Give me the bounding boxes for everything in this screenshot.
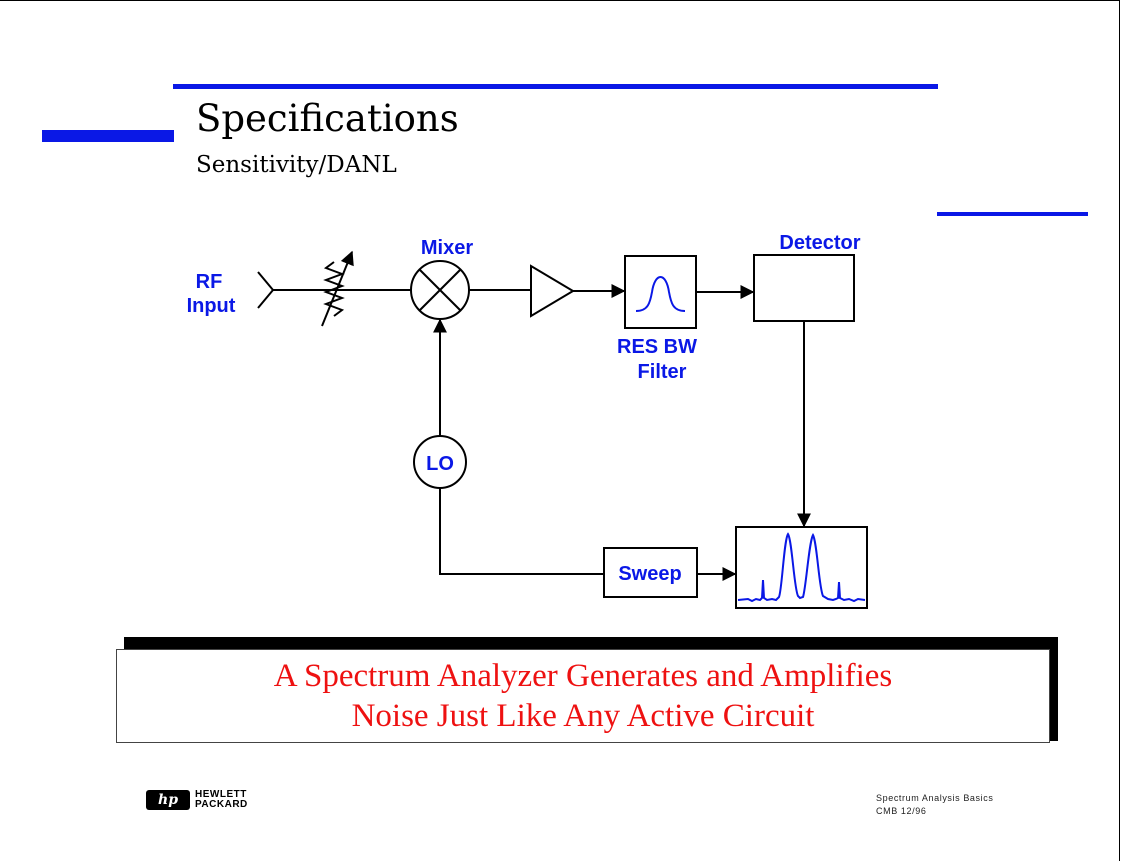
banner-line-1: A Spectrum Analyzer Generates and Amplif… — [273, 658, 893, 694]
spectrum-trace — [737, 532, 866, 603]
mixer-icon — [410, 260, 470, 320]
sweep-block — [603, 547, 698, 598]
rf-input-label-line2: Input — [187, 295, 236, 317]
lo-to-sweep-line — [439, 488, 604, 575]
mixer-label: Mixer — [421, 237, 473, 259]
page-title: Specifications — [196, 97, 459, 140]
res-bw-label-line1: RES BW — [617, 336, 697, 358]
accent-bar-right — [937, 212, 1088, 216]
banner: A Spectrum Analyzer Generates and Amplif… — [116, 649, 1050, 743]
amplifier-icon — [530, 264, 575, 318]
accent-bar-left — [42, 130, 174, 142]
page-subtitle: Sensitivity/DANL — [196, 152, 397, 178]
hp-logo: hp HEWLETT PACKARD — [146, 790, 248, 810]
hp-logo-text: HEWLETT PACKARD — [195, 790, 248, 810]
hp-logo-icon: hp — [146, 790, 190, 810]
detector-label: Detector — [779, 232, 860, 254]
sweep-label: Sweep — [618, 563, 681, 585]
lo-label: LO — [426, 453, 454, 475]
rf-input-connector — [257, 271, 275, 309]
banner-line-2: Noise Just Like Any Active Circuit — [351, 698, 815, 734]
detector-block — [753, 254, 855, 322]
hp-logo-line1: HEWLETT — [195, 789, 247, 800]
hp-logo-mark: hp — [158, 792, 178, 808]
res-bw-label-line2: Filter — [638, 361, 687, 383]
footer-code: CMB 12/96 — [876, 806, 927, 816]
accent-bar-top — [173, 84, 938, 89]
res-bw-filter-icon — [624, 255, 697, 329]
display-screen — [735, 526, 868, 609]
attenuator-icon — [321, 250, 354, 327]
rf-input-label-line1: RF — [196, 271, 223, 293]
footer-info: Spectrum Analysis Basics CMB 12/96 — [876, 792, 993, 818]
footer-course: Spectrum Analysis Basics — [876, 793, 994, 803]
hp-logo-line2: PACKARD — [195, 799, 248, 810]
